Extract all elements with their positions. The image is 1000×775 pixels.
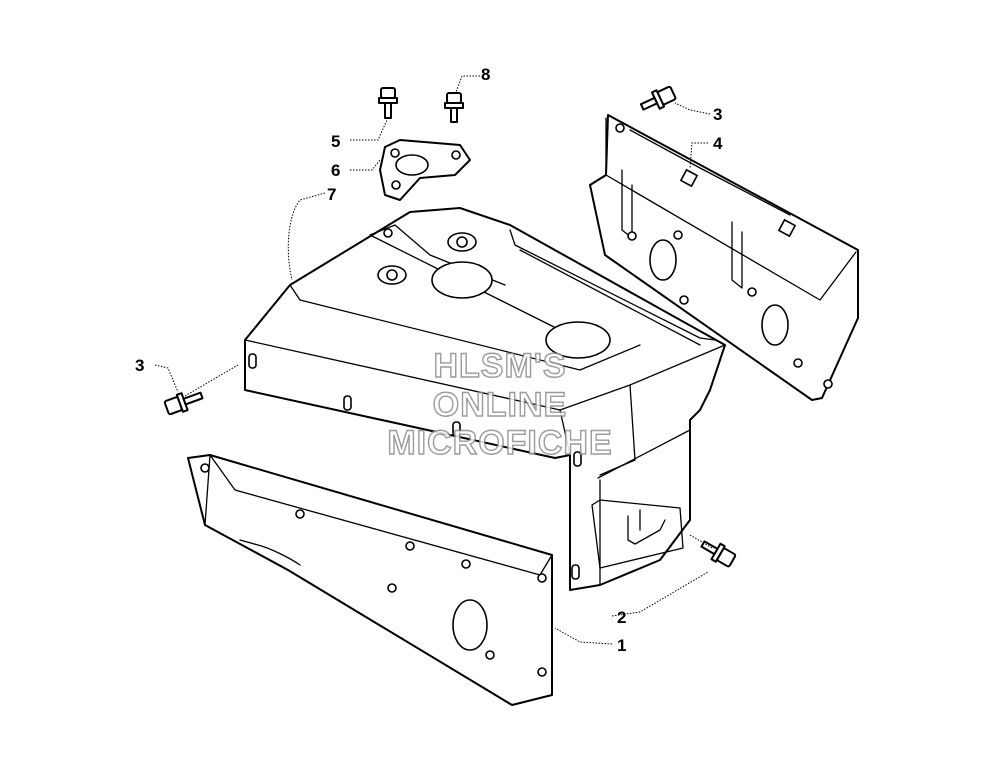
bolt-part-2 bbox=[700, 540, 737, 568]
callout-2: 2 bbox=[617, 608, 626, 627]
callout-8: 8 bbox=[481, 65, 490, 84]
bolt-part-3-left bbox=[163, 391, 204, 416]
bolt-part-8 bbox=[444, 92, 464, 123]
leader-lines bbox=[154, 75, 713, 645]
watermark-line-3: MICROFICHE bbox=[387, 424, 612, 462]
callout-3-top: 3 bbox=[713, 105, 722, 124]
callout-1: 1 bbox=[617, 636, 626, 655]
watermark: HLSM'S ONLINE MICROFICHE bbox=[387, 346, 613, 462]
watermark-line-2: ONLINE bbox=[433, 386, 567, 424]
bracket-part-6 bbox=[379, 139, 471, 201]
callout-5: 5 bbox=[331, 132, 340, 151]
watermark-line-1: HLSM'S bbox=[433, 347, 566, 385]
main-shield-part-7 bbox=[244, 207, 726, 591]
callout-7: 7 bbox=[327, 185, 336, 204]
callout-4: 4 bbox=[713, 134, 723, 153]
bolt-part-5 bbox=[378, 87, 398, 119]
lower-shield-part-1 bbox=[187, 454, 553, 706]
callout-6: 6 bbox=[331, 161, 340, 180]
callouts: 5 6 7 8 3 4 3 2 1 bbox=[135, 65, 723, 655]
bolt-part-3-upper bbox=[639, 85, 677, 111]
callout-3-left: 3 bbox=[135, 356, 144, 375]
rear-plate-part-4 bbox=[589, 114, 859, 401]
